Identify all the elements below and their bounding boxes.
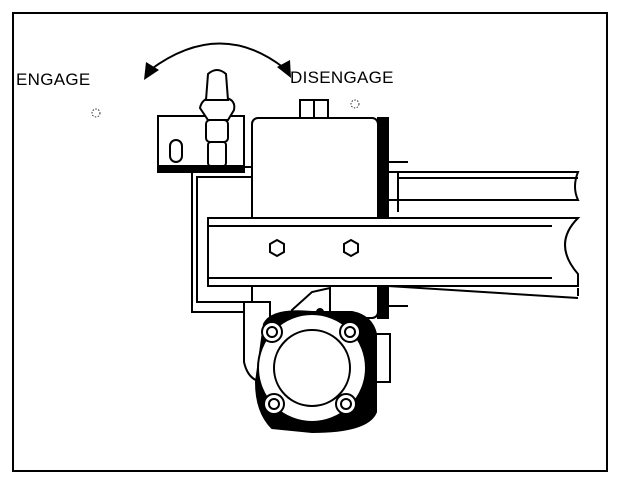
diagram-frame: ENGAGE DISENGAGE (12, 12, 608, 472)
border (12, 12, 608, 472)
engage-label: ENGAGE (16, 70, 91, 89)
flange-assembly (243, 286, 391, 434)
engagement-lever-diagram (12, 12, 608, 472)
marker-dots (91, 99, 360, 118)
beam-bolts (269, 238, 359, 258)
horizontal-beam (207, 217, 581, 299)
lever-handle (198, 69, 236, 167)
upper-rail (387, 171, 580, 212)
mount-bracket (157, 115, 253, 313)
disengage-label: DISENGAGE (290, 68, 394, 87)
rotation-arrow (144, 42, 291, 80)
